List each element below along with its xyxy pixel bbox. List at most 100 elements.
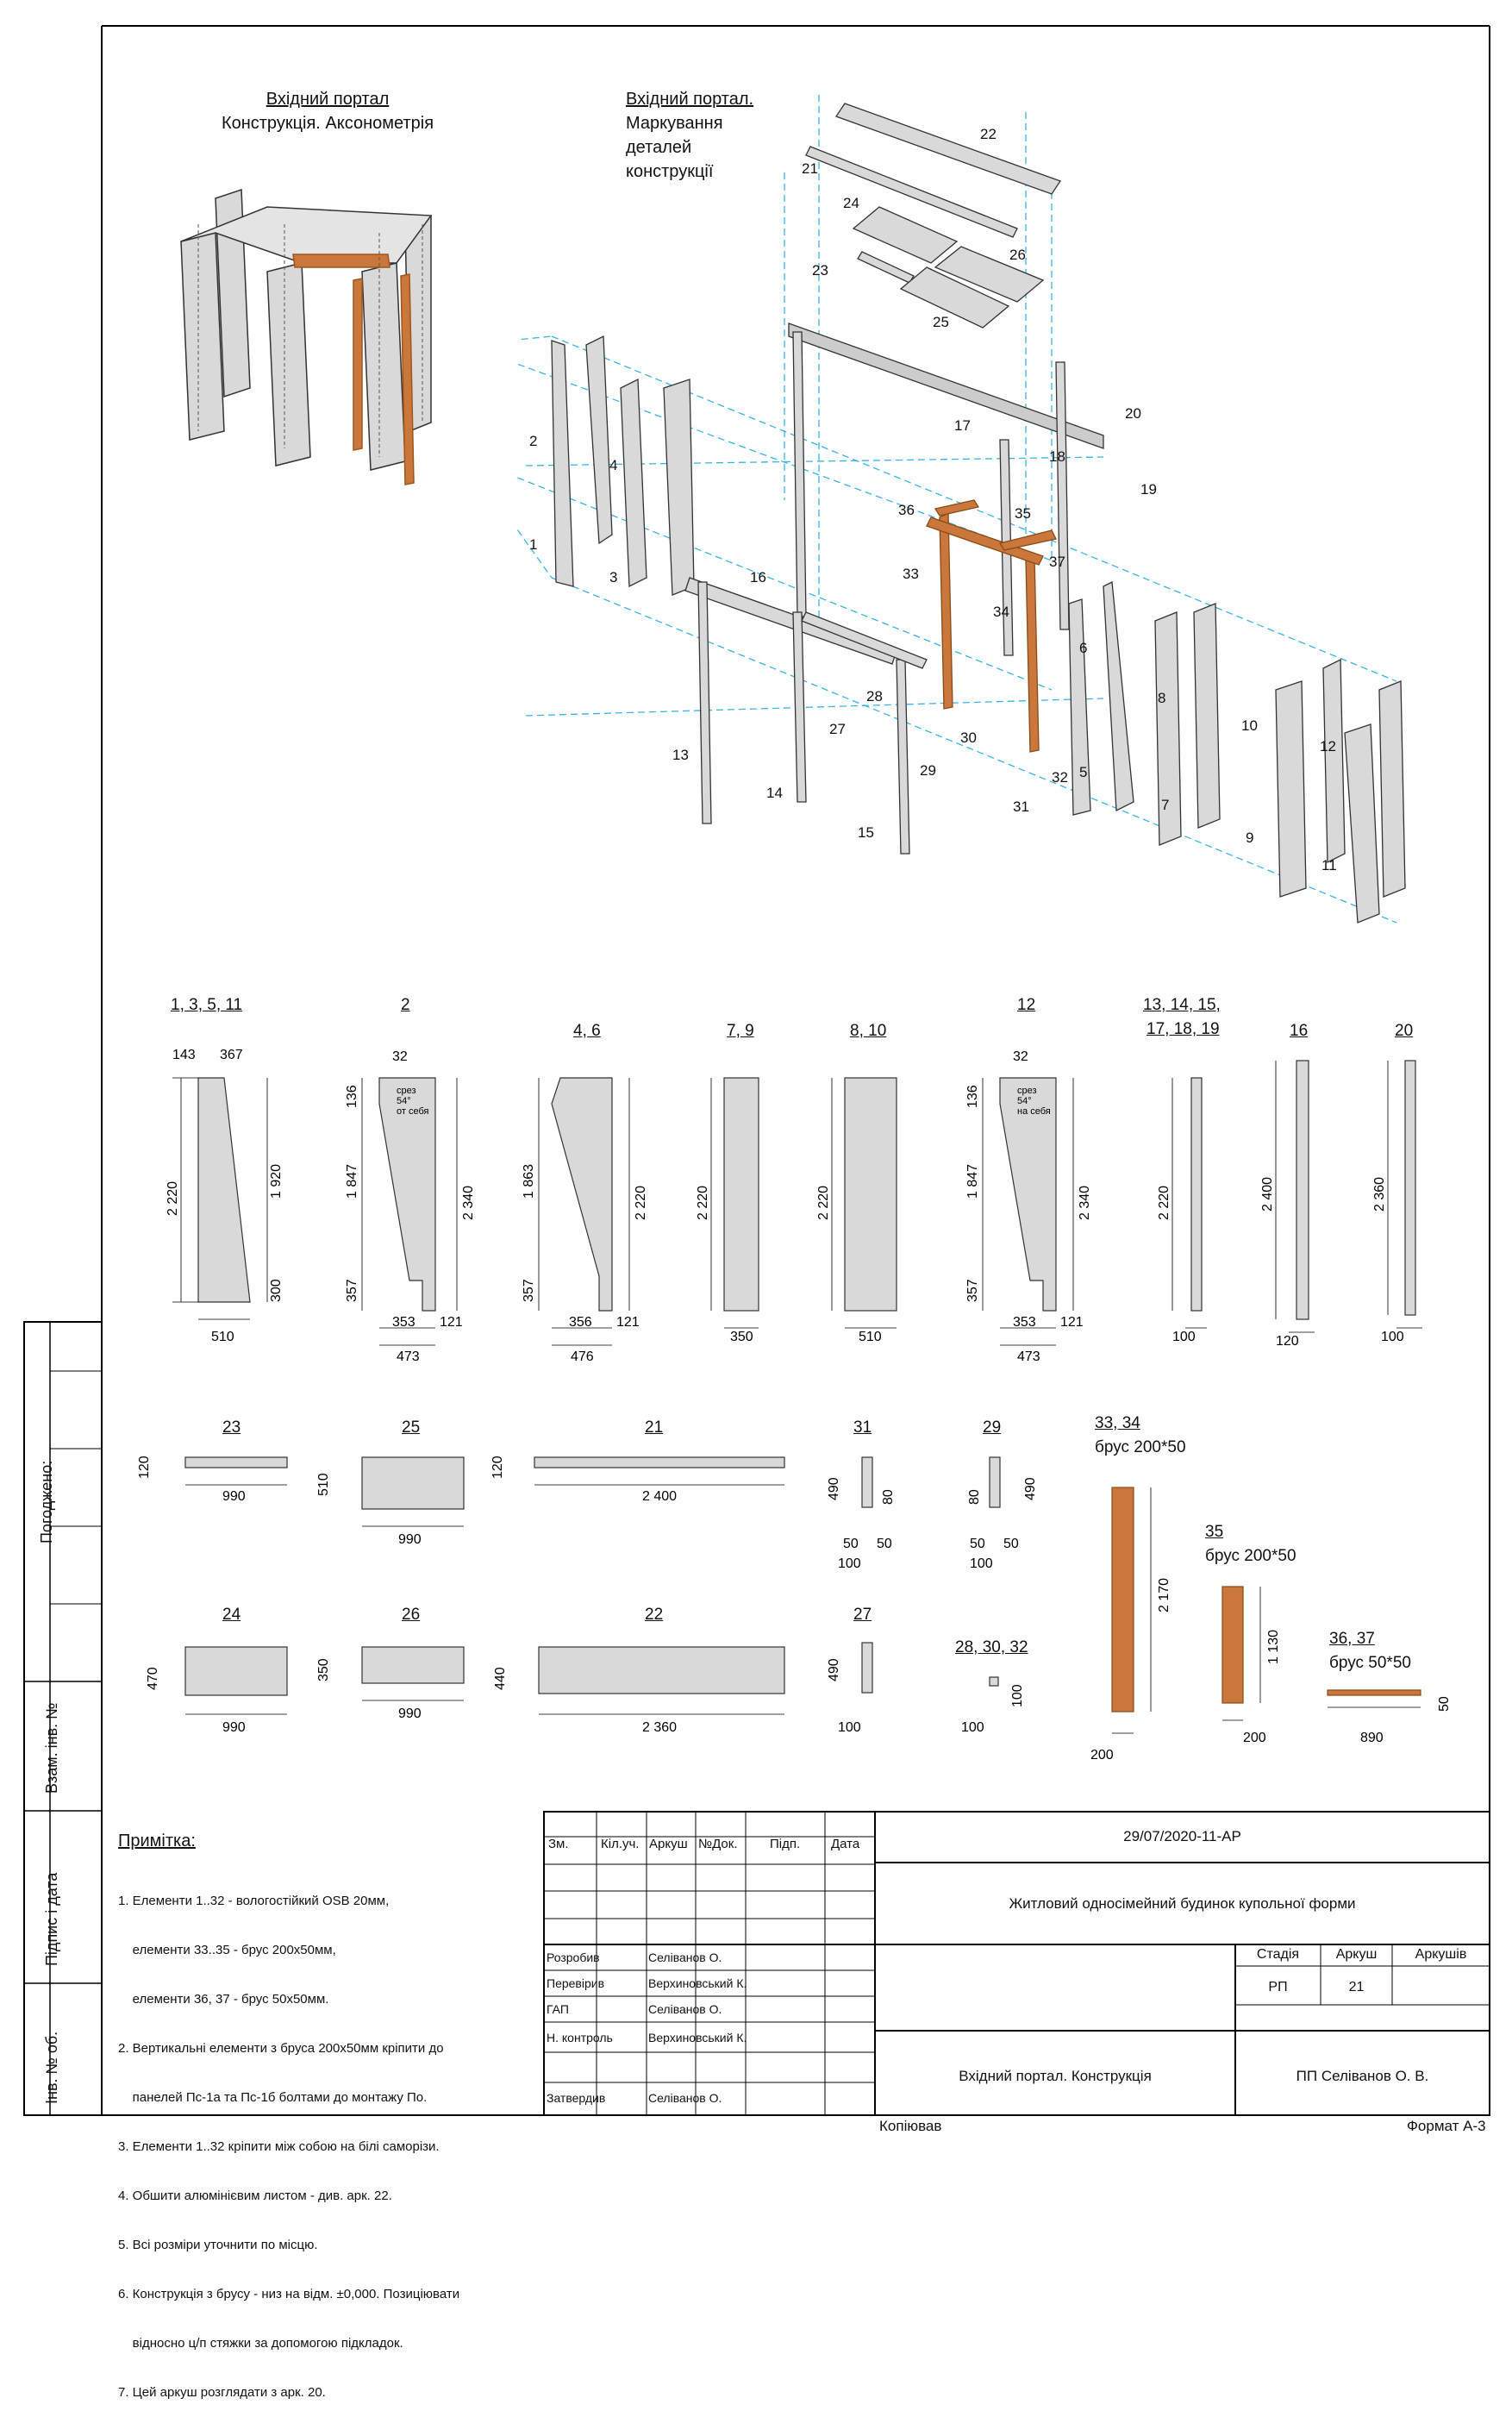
d31-c: 50 — [877, 1537, 892, 1551]
mark-31: 31 — [1013, 798, 1029, 815]
d46-h: 2 220 — [634, 1186, 648, 1220]
d23-w: 990 — [222, 1489, 246, 1504]
tb-h-pidp: Підп. — [770, 1837, 801, 1851]
tb-arkushiv-h: Аркушів — [1415, 1947, 1467, 1962]
d16-h: 2 400 — [1260, 1177, 1275, 1212]
mark-23: 23 — [812, 262, 828, 279]
d29-h: 490 — [1023, 1477, 1038, 1500]
mark-37: 37 — [1049, 554, 1065, 570]
d23-title: 23 — [222, 1418, 241, 1437]
d2-w2: 121 — [440, 1315, 463, 1330]
d3637-title: 36, 37 — [1329, 1630, 1375, 1648]
tb-r5-name: Селіванов О. — [648, 2091, 722, 2105]
tb-h-kil: Кіл.уч. — [601, 1837, 640, 1851]
d27-title: 27 — [853, 1606, 872, 1624]
d79-w: 350 — [730, 1330, 753, 1344]
d12-note2: 54° — [1017, 1096, 1032, 1106]
d12-title: 12 — [1017, 996, 1036, 1014]
footer-format: Формат А-3 — [1407, 2118, 1486, 2134]
note-line: 4. Обшити алюмінієвим листом - див. арк.… — [118, 2188, 392, 2203]
d2-c: 357 — [345, 1279, 359, 1302]
tb-h-data: Дата — [831, 1837, 860, 1851]
d13-title2: 17, 18, 19 — [1146, 1020, 1220, 1038]
d31-title: 31 — [853, 1418, 872, 1437]
d3334-title: 33, 34 — [1095, 1414, 1140, 1432]
d20-title: 20 — [1395, 1022, 1414, 1040]
d1-w2: 367 — [220, 1048, 243, 1062]
tb-r3-name: Селіванов О. — [648, 2002, 722, 2016]
tb-h-ark: Аркуш — [649, 1837, 688, 1851]
d22-w: 2 360 — [642, 1720, 677, 1735]
drawing-frame — [23, 25, 1490, 2116]
tb-arkush-h: Аркуш — [1335, 1947, 1378, 1962]
mark-4: 4 — [609, 457, 618, 473]
mark-35: 35 — [1015, 505, 1031, 522]
footer-copied: Копіював — [879, 2118, 942, 2134]
note-line: 5. Всі розміри уточнити по місцю. — [118, 2238, 318, 2252]
d3334-w: 200 — [1090, 1748, 1114, 1763]
d29-a: 80 — [967, 1489, 982, 1505]
d2-top: 32 — [392, 1049, 408, 1064]
mark-30: 30 — [960, 729, 977, 746]
note-line: 7. Цей аркуш розглядати з арк. 20. — [118, 2385, 326, 2400]
mark-28: 28 — [866, 688, 883, 704]
tb-code: 29/07/2020-11-АР — [1123, 1828, 1241, 1844]
d46-w2: 121 — [616, 1315, 640, 1330]
mark-11: 11 — [1321, 857, 1337, 874]
d31-h: 490 — [827, 1477, 841, 1500]
d12-w3: 473 — [1017, 1349, 1040, 1362]
mark-20: 20 — [1125, 405, 1141, 422]
d21-title: 21 — [645, 1418, 664, 1437]
tb-r4-role: Н. контроль — [547, 2031, 613, 2044]
axo-title: Вхідний портал — [266, 90, 390, 109]
d16-w: 120 — [1276, 1334, 1299, 1349]
d22-title: 22 — [645, 1606, 664, 1624]
d2-w3: 473 — [397, 1349, 420, 1362]
notes-list: 1. Елементи 1..32 - вологостійкий OSB 20… — [118, 1860, 459, 2417]
d2-title: 2 — [401, 996, 410, 1014]
mark-1: 1 — [529, 536, 538, 553]
mark-34: 34 — [993, 604, 1009, 620]
mark-16: 16 — [750, 569, 766, 585]
tb-h-dok: №Док. — [698, 1837, 738, 1851]
note-line: 1. Елементи 1..32 - вологостійкий OSB 20… — [118, 1894, 390, 1908]
d1-h3: 300 — [269, 1279, 284, 1302]
d24-w: 990 — [222, 1720, 246, 1735]
d35-sub: брус 200*50 — [1205, 1547, 1296, 1565]
d3637-sub: брус 50*50 — [1329, 1654, 1411, 1672]
d31-b: 50 — [843, 1537, 859, 1551]
d22-h: 440 — [493, 1667, 508, 1690]
d16-title: 16 — [1290, 1022, 1309, 1040]
d26-w: 990 — [398, 1706, 422, 1721]
mark-36: 36 — [898, 502, 915, 518]
notes-title: Примітка: — [118, 1832, 196, 1850]
d28-w: 100 — [961, 1720, 984, 1735]
note-line: елементи 36, 37 - брус 50х50мм. — [118, 1992, 329, 2007]
d12-w1: 353 — [1013, 1315, 1036, 1330]
d1-title: 1, 3, 5, 11 — [171, 996, 243, 1014]
d12-c: 357 — [965, 1279, 980, 1302]
d3637-w: 890 — [1360, 1731, 1384, 1745]
d79-h: 2 220 — [696, 1186, 710, 1220]
d28-h: 100 — [1010, 1684, 1025, 1707]
d1-b: 510 — [211, 1330, 234, 1344]
d1-h2: 1 920 — [269, 1164, 284, 1199]
d13-title1: 13, 14, 15, — [1143, 996, 1221, 1014]
d20-h: 2 360 — [1372, 1177, 1387, 1212]
d46-b: 1 863 — [522, 1164, 536, 1199]
tb-org: ПП Селіванов О. В. — [1296, 2068, 1429, 2084]
d21-h: 120 — [490, 1456, 505, 1479]
d810-w: 510 — [859, 1330, 882, 1344]
mark-9: 9 — [1246, 830, 1254, 846]
detail-rows-2-3: 120 990 510 990 120 2 400 490 80 50 50 1… — [137, 1456, 1452, 1763]
d46-w1: 356 — [569, 1315, 592, 1330]
d31-a: 80 — [881, 1489, 896, 1505]
mark-13: 13 — [672, 747, 689, 763]
d26-h: 350 — [316, 1658, 331, 1681]
tb-arkush: 21 — [1348, 1980, 1365, 1994]
d13-h: 2 220 — [1157, 1186, 1171, 1220]
note-line: панелей Пс-1а та Пс-1б болтами до монтаж… — [118, 2090, 428, 2105]
note-line: 6. Конструкція з брусу - низ на відм. ±0… — [118, 2287, 460, 2301]
mark-25: 25 — [933, 314, 949, 330]
d35-h: 1 130 — [1266, 1630, 1281, 1664]
